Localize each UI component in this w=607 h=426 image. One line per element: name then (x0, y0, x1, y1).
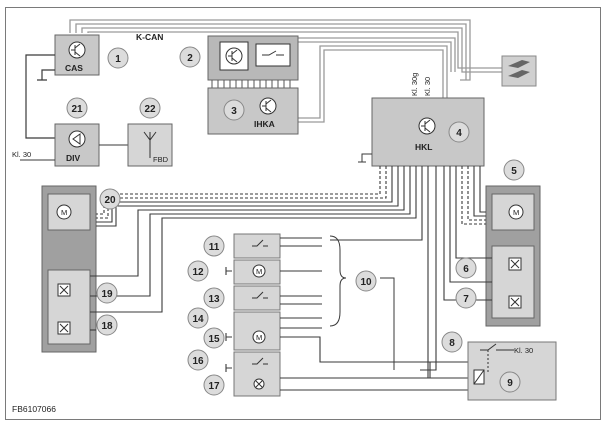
cas-module: CAS (54, 34, 100, 76)
svg-text:3: 3 (231, 106, 237, 117)
callout-5: 5 (503, 159, 525, 181)
right-actuator-panel: M (485, 185, 541, 327)
callout-2: 2 (179, 46, 201, 68)
antenna-icon (143, 131, 157, 158)
kl30-relay-label: Kl. 30 (514, 346, 533, 355)
figure-code: FB6107066 (12, 404, 56, 414)
callout-12: 12 (187, 260, 209, 282)
callouts: 1 2 3 4 5 6 7 8 9 10 11 12 13 14 15 16 1… (66, 46, 525, 396)
svg-text:9: 9 (507, 378, 513, 389)
left-actuator-panel: M (41, 185, 97, 353)
callout-19: 19 (96, 282, 118, 304)
diagnosis-connector (501, 55, 537, 87)
switch-wiring (225, 237, 480, 391)
svg-text:16: 16 (192, 356, 204, 367)
callout-15: 15 (203, 327, 225, 349)
svg-text:20: 20 (104, 195, 116, 206)
div-label: DIV (66, 153, 81, 163)
callout-16: 16 (187, 349, 209, 371)
callout-3: 3 (223, 99, 245, 121)
svg-text:21: 21 (71, 104, 83, 115)
cas-label: CAS (65, 63, 83, 73)
svg-text:M: M (256, 333, 262, 342)
fbd-module: FBD (127, 123, 173, 167)
svg-text:17: 17 (208, 381, 220, 392)
callout-11: 11 (203, 235, 225, 257)
callout-8: 8 (441, 331, 463, 353)
svg-text:M: M (61, 208, 67, 217)
callout-10: 10 (355, 270, 377, 292)
cas-wiring (25, 54, 55, 139)
callout-21: 21 (66, 97, 88, 119)
svg-text:12: 12 (192, 267, 204, 278)
switch-icon (262, 50, 284, 56)
ihka-module: IHKA (207, 35, 299, 135)
svg-text:M: M (513, 208, 519, 217)
kl30-left-label: Kl. 30 (12, 150, 31, 159)
callout-4: 4 (448, 121, 470, 143)
callout-20: 20 (99, 188, 121, 210)
arrow-icon (508, 60, 530, 68)
callout-17: 17 (203, 374, 225, 396)
callout-6: 6 (455, 257, 477, 279)
k-can-label: K-CAN (136, 32, 163, 42)
svg-text:4: 4 (456, 128, 462, 139)
callout-22: 22 (139, 97, 161, 119)
k-can-bus (69, 19, 502, 123)
div-module: DIV (54, 123, 100, 167)
fbd-label: FBD (153, 155, 169, 164)
svg-text:10: 10 (360, 277, 372, 288)
svg-text:15: 15 (208, 334, 220, 345)
callout-18: 18 (96, 314, 118, 336)
svg-text:M: M (256, 267, 262, 276)
svg-text:2: 2 (187, 53, 193, 64)
ihka-label: IHKA (254, 119, 275, 129)
transistor-icon (68, 41, 86, 59)
svg-text:5: 5 (511, 166, 517, 177)
callout-1: 1 (107, 47, 129, 69)
switch-group: M M (233, 233, 281, 397)
callout-13: 13 (203, 287, 225, 309)
hkl-label: HKL (415, 142, 432, 152)
svg-text:13: 13 (208, 294, 220, 305)
svg-text:18: 18 (101, 321, 113, 332)
svg-text:14: 14 (192, 314, 204, 325)
svg-text:11: 11 (209, 242, 220, 253)
svg-text:8: 8 (449, 338, 455, 349)
hkl-wiring (90, 166, 492, 379)
callout-7: 7 (455, 287, 477, 309)
svg-text:22: 22 (144, 104, 156, 115)
svg-text:19: 19 (101, 289, 113, 300)
svg-text:1: 1 (115, 54, 121, 65)
callout-14: 14 (187, 307, 209, 329)
svg-text:7: 7 (463, 294, 469, 305)
kl30g-label: Kl. 30g (410, 73, 419, 96)
group-bracket (329, 235, 347, 327)
svg-text:6: 6 (463, 264, 469, 275)
kl30-hkl-label: Kl. 30 (423, 77, 432, 96)
callout-9: 9 (499, 371, 521, 393)
motor-icon (56, 204, 72, 220)
